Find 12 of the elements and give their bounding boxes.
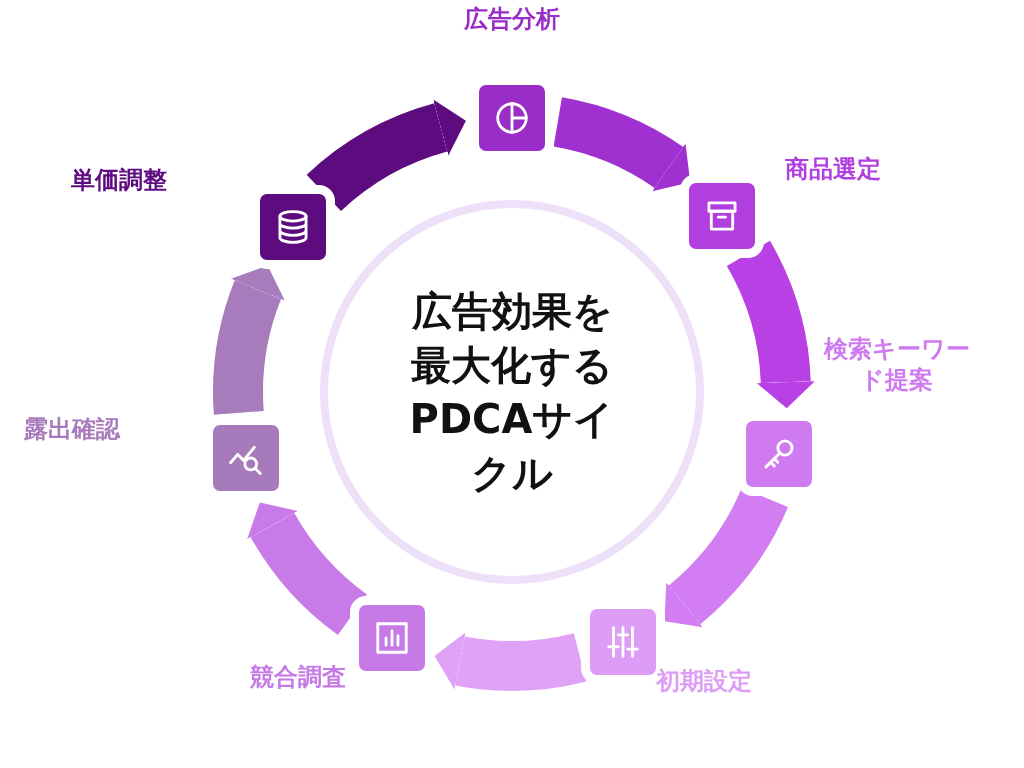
cycle-arrow [247, 503, 369, 635]
step-label: 単価調整 [71, 165, 168, 197]
step-label: 広告分析 [464, 4, 560, 35]
step-label: 競合調査 [249, 662, 346, 694]
cycle-arrow [307, 99, 466, 213]
cycle-arrow [434, 632, 585, 691]
step-label: 露出確認 [24, 414, 121, 446]
center-title: 広告効果を最大化するPDCAサイクル [408, 287, 616, 498]
cycle-arrow [552, 97, 691, 193]
step-label: 商品選定 [784, 153, 881, 185]
step-label: 検索キーワード提案 [822, 333, 971, 396]
step-label: 初期設定 [656, 666, 753, 698]
